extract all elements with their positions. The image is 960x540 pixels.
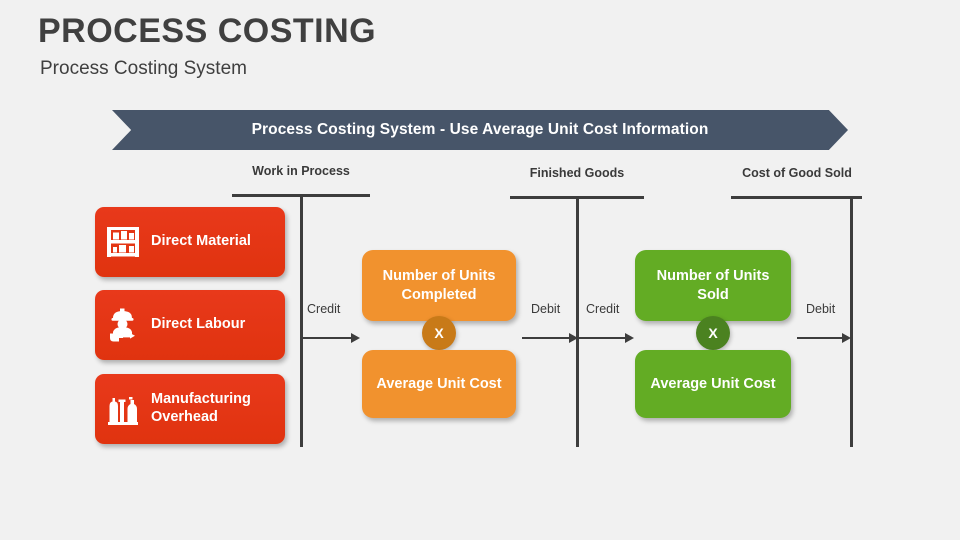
tline-cost-of-good-sold: [731, 196, 862, 199]
fg-box-average-unit-cost[interactable]: Average Unit Cost: [635, 350, 791, 418]
wip-multiply-symbol: X: [434, 325, 444, 341]
input-card-label: Manufacturing Overhead: [151, 391, 251, 425]
fg-multiply-operator: X: [696, 316, 730, 350]
flow-label-credit-wip: Credit: [307, 302, 341, 316]
account-title-cost-of-good-sold: Cost of Good Sold: [742, 166, 852, 180]
flow-label-credit-fg: Credit: [586, 302, 620, 316]
input-card-direct-labour[interactable]: Direct Labour: [95, 290, 285, 360]
banner: Process Costing System - Use Average Uni…: [112, 110, 848, 150]
shelf-rack-icon: [95, 226, 151, 258]
account-title-finished-goods: Finished Goods: [529, 166, 625, 180]
input-card-label: Direct Labour: [151, 316, 246, 333]
tline-vertical-finished-goods: [576, 196, 579, 447]
tline-vertical-cost-of-good-sold: [850, 196, 853, 447]
input-card-direct-material[interactable]: Direct Material: [95, 207, 285, 277]
flow-label-debit-fg: Debit: [531, 302, 561, 316]
fg-box-units-sold[interactable]: Number of Units Sold: [635, 250, 791, 321]
flow-arrow-line-3: [578, 337, 626, 339]
flow-arrow-line-1: [302, 337, 352, 339]
wip-box-average-unit-cost-label: Average Unit Cost: [376, 375, 502, 392]
page-title: PROCESS COSTING: [38, 12, 377, 50]
factory-icon: [95, 393, 151, 425]
account-title-work-in-process: Work in Process: [252, 164, 350, 178]
fg-box-average-unit-cost-label: Average Unit Cost: [650, 375, 776, 392]
wip-box-units-completed-label: Number of Units Completed: [382, 268, 496, 303]
flow-arrow-head-4: [842, 333, 851, 343]
input-card-label: Direct Material: [151, 233, 251, 250]
flow-arrow-head-3: [625, 333, 634, 343]
wip-box-units-completed[interactable]: Number of Units Completed: [362, 250, 516, 321]
banner-label: Process Costing System - Use Average Uni…: [251, 121, 709, 138]
fg-box-units-sold-label: Number of Units Sold: [656, 268, 770, 303]
flow-arrow-head-1: [351, 333, 360, 343]
flow-arrow-line-2: [522, 337, 570, 339]
input-card-manufacturing-overhead[interactable]: Manufacturing Overhead: [95, 374, 285, 444]
wip-multiply-operator: X: [422, 316, 456, 350]
fg-multiply-symbol: X: [708, 325, 718, 341]
flow-arrow-head-2: [569, 333, 578, 343]
tline-vertical-work-in-process: [300, 194, 303, 447]
page-subtitle: Process Costing System: [40, 58, 247, 79]
worker-drill-icon: [95, 308, 151, 342]
flow-arrow-line-4: [797, 337, 843, 339]
wip-box-average-unit-cost[interactable]: Average Unit Cost: [362, 350, 516, 418]
flow-label-debit-cogs: Debit: [806, 302, 836, 316]
